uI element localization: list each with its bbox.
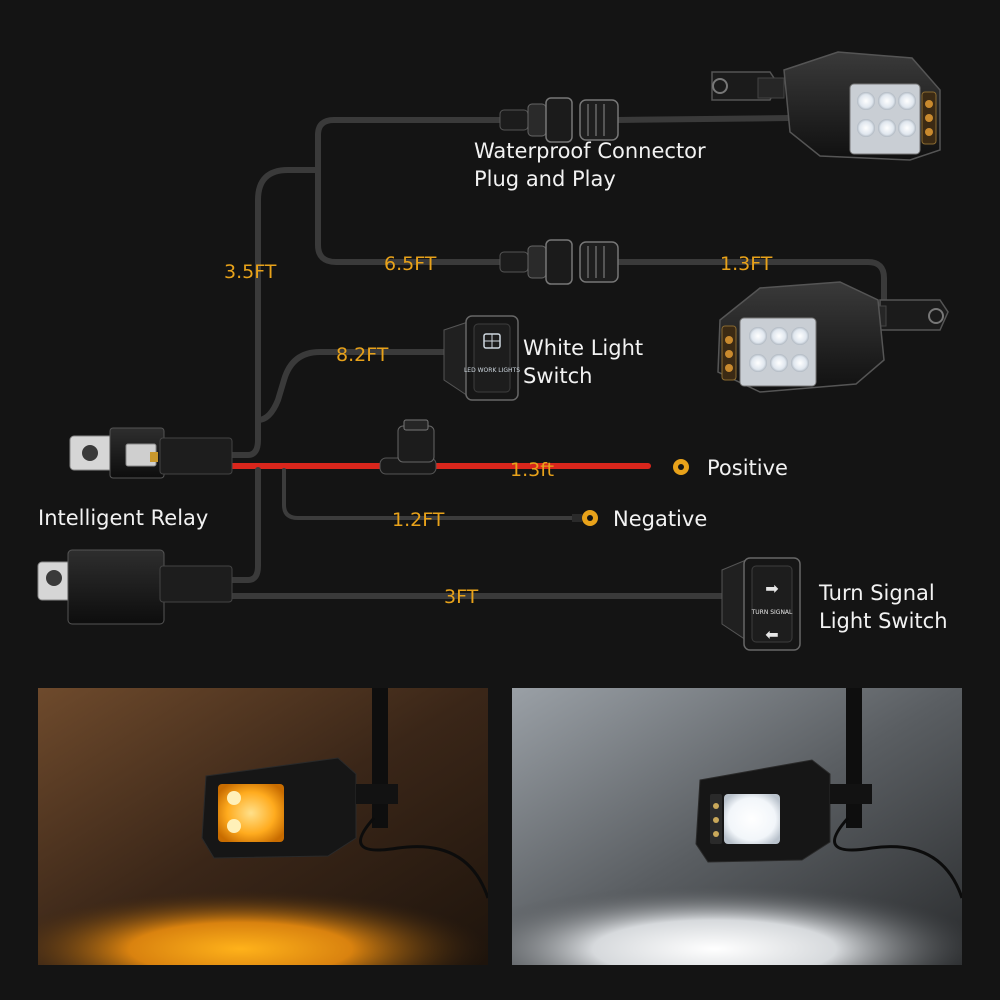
negative-wire xyxy=(282,468,574,520)
amber-light-photo xyxy=(38,688,488,965)
white-switch-legend: LED WORK LIGHTS xyxy=(464,367,520,374)
lower-mirror-light xyxy=(717,281,949,393)
white-switch-label-line1: White Light xyxy=(523,336,643,360)
length-label-trunk: 3.5FT xyxy=(224,261,277,283)
waterproof-connector-label-line1: Waterproof Connector xyxy=(474,139,706,163)
length-label-white-switch: 8.2FT xyxy=(336,344,389,366)
relay-lower xyxy=(37,549,233,625)
trunk-wire xyxy=(229,167,321,458)
turn-switch-label-line2: Light Switch xyxy=(819,609,948,633)
white-light-photo xyxy=(512,688,962,965)
white-switch-wire xyxy=(255,349,448,423)
relay-link-wire xyxy=(229,467,261,583)
amber-lamp xyxy=(201,757,398,859)
positive-terminal-icon xyxy=(673,459,689,475)
length-label-lower-light: 6.5FT xyxy=(384,253,437,275)
right-arrow-icon: ➡ xyxy=(765,579,778,598)
lower-light-pigtail xyxy=(615,259,887,308)
waterproof-connector-upper xyxy=(499,97,619,143)
upper-mirror-light xyxy=(711,51,941,161)
clamp-icon xyxy=(879,299,949,331)
waterproof-connector-label-line2: Plug and Play xyxy=(474,167,616,191)
length-label-light-pigtail: 1.3FT xyxy=(720,253,773,275)
led-array xyxy=(857,92,916,137)
white-light-switch: LED WORK LIGHTS xyxy=(443,315,520,401)
light-icon xyxy=(483,333,501,349)
waterproof-connector-lower xyxy=(499,239,619,285)
led-array xyxy=(749,327,809,372)
upper-light-wire xyxy=(315,117,503,173)
wire-harness xyxy=(229,115,887,599)
upper-light-pigtail xyxy=(615,115,793,123)
turn-switch-legend: TURN SIGNAL xyxy=(751,609,793,616)
negative-terminal-icon xyxy=(572,510,598,526)
white-lamp xyxy=(695,759,872,863)
relay-label: Intelligent Relay xyxy=(38,506,208,530)
fuse-holder xyxy=(379,419,437,475)
length-label-negative: 1.2FT xyxy=(392,509,445,531)
turn-switch-label-line1: Turn Signal xyxy=(818,581,935,605)
negative-label: Negative xyxy=(613,507,707,531)
length-label-positive: 1.3ft xyxy=(510,459,554,481)
turn-signal-switch: ➡ ⬅ TURN SIGNAL xyxy=(721,557,801,651)
lower-light-wire xyxy=(315,167,503,265)
length-label-turn-switch: 3FT xyxy=(444,586,479,608)
left-arrow-icon: ⬅ xyxy=(765,625,778,644)
positive-label: Positive xyxy=(707,456,788,480)
white-switch-label-line2: Switch xyxy=(523,364,592,388)
relay-upper xyxy=(69,427,233,479)
